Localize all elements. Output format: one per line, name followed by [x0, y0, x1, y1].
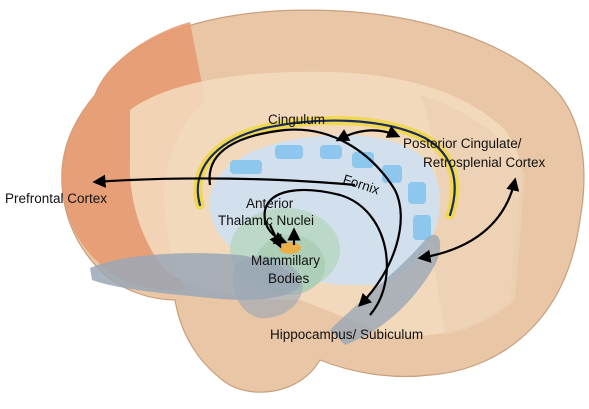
label-posterior-line1: Posterior Cingulate/ [403, 136, 522, 151]
label-mammillary-line2: Bodies [268, 271, 310, 286]
label-posterior-line2: Retrosplenial Cortex [423, 155, 546, 170]
label-anterior-line2: Thalamic Nuclei [218, 213, 314, 228]
label-hippocampus: Hippocampus/ Subiculum [270, 327, 423, 342]
label-mammillary-line1: Mammillary [251, 253, 320, 268]
label-cingulum: Cingulum [268, 112, 325, 127]
label-prefrontal: Prefrontal Cortex [5, 191, 107, 206]
label-anterior-line1: Anterior [246, 196, 294, 211]
